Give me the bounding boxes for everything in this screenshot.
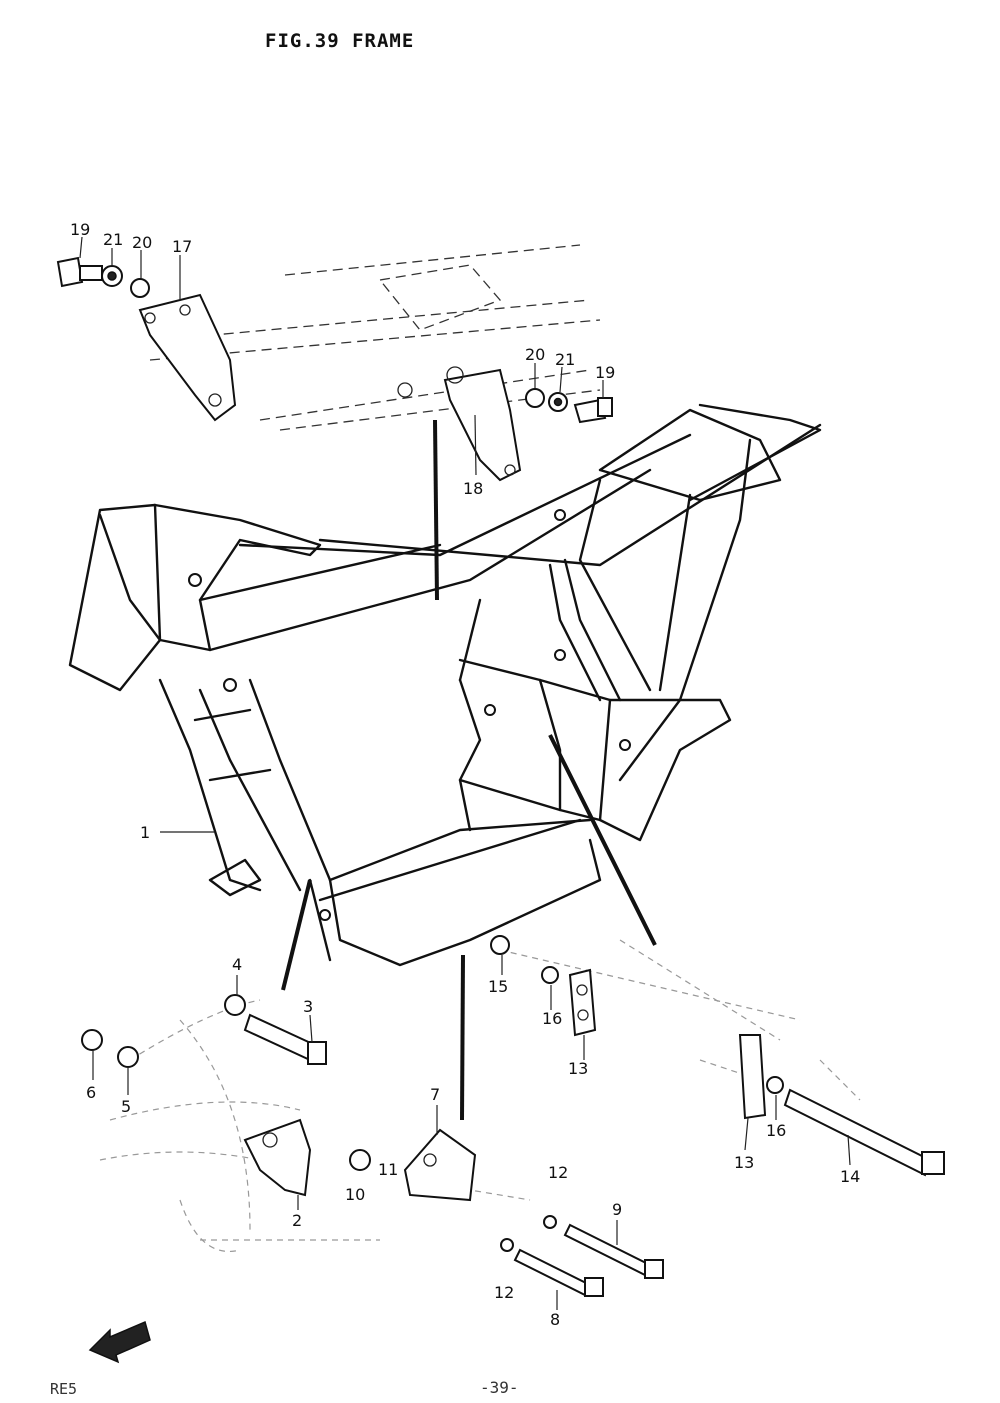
bolt-19-upper bbox=[56, 256, 84, 288]
plate-13-left bbox=[568, 968, 597, 1037]
callout-16-right: 16 bbox=[766, 1121, 786, 1140]
callout-4: 4 bbox=[232, 955, 242, 974]
upper-rail-context bbox=[149, 244, 601, 431]
lower-mount-parts bbox=[81, 935, 945, 1297]
callout-18: 18 bbox=[463, 479, 483, 498]
bolt-8 bbox=[513, 1248, 592, 1297]
assembly-leaders bbox=[79, 236, 851, 1310]
washer-12a bbox=[543, 1215, 557, 1229]
washer-16-left bbox=[541, 966, 559, 984]
callout-14: 14 bbox=[840, 1167, 860, 1186]
callout-3: 3 bbox=[303, 997, 313, 1016]
bolt-3 bbox=[243, 1013, 317, 1062]
bracket-17 bbox=[138, 293, 237, 422]
callout-11: 11 bbox=[378, 1160, 398, 1179]
callout-5: 5 bbox=[121, 1097, 131, 1116]
plate-13-right bbox=[738, 1034, 767, 1120]
callout-2: 2 bbox=[292, 1211, 302, 1230]
callout-10: 10 bbox=[345, 1185, 365, 1204]
callout-16-left: 16 bbox=[542, 1009, 562, 1028]
frame-body bbox=[68, 403, 822, 967]
bush-10 bbox=[349, 1149, 371, 1171]
washer-4 bbox=[224, 994, 246, 1016]
callout-1: 1 bbox=[140, 823, 150, 842]
callout-6: 6 bbox=[86, 1083, 96, 1102]
callout-8: 8 bbox=[550, 1310, 560, 1329]
callout-13-right: 13 bbox=[734, 1153, 754, 1172]
plate-2 bbox=[243, 1118, 312, 1197]
nut-5 bbox=[117, 1046, 139, 1068]
washer-16-right bbox=[766, 1076, 784, 1094]
fwd-arrow-icon bbox=[88, 1320, 151, 1364]
washer-20-right bbox=[525, 388, 545, 408]
callout-20-right: 20 bbox=[525, 345, 545, 364]
callout-12-lower: 12 bbox=[494, 1283, 514, 1302]
model-code: RE5 bbox=[50, 1380, 78, 1398]
bolt-14 bbox=[783, 1088, 932, 1177]
nut-6 bbox=[81, 1029, 103, 1051]
callout-19-right: 19 bbox=[595, 363, 615, 382]
page-number: -39- bbox=[480, 1378, 519, 1397]
callout-21-right: 21 bbox=[555, 350, 575, 369]
callout-17: 17 bbox=[172, 237, 192, 256]
callout-19-upper: 19 bbox=[70, 220, 90, 239]
washer-20-upper bbox=[130, 278, 150, 298]
callout-21-upper: 21 bbox=[103, 230, 123, 249]
plate-7 bbox=[403, 1128, 477, 1202]
callout-13-left: 13 bbox=[568, 1059, 588, 1078]
callout-12-upper: 12 bbox=[548, 1163, 568, 1182]
callout-7: 7 bbox=[430, 1085, 440, 1104]
bolt-9 bbox=[563, 1223, 652, 1277]
upper-mount-parts bbox=[56, 256, 613, 482]
callout-20-upper: 20 bbox=[132, 233, 152, 252]
figure-title: FIG.39 FRAME bbox=[265, 30, 415, 52]
bracket-18 bbox=[443, 368, 522, 482]
callout-labels: 19 21 20 17 20 21 19 18 1 4 3 6 5 2 7 10… bbox=[70, 220, 860, 1329]
washer-12b bbox=[500, 1238, 514, 1252]
callout-15: 15 bbox=[488, 977, 508, 996]
callout-9: 9 bbox=[612, 1200, 622, 1219]
bolt-15 bbox=[490, 935, 510, 955]
